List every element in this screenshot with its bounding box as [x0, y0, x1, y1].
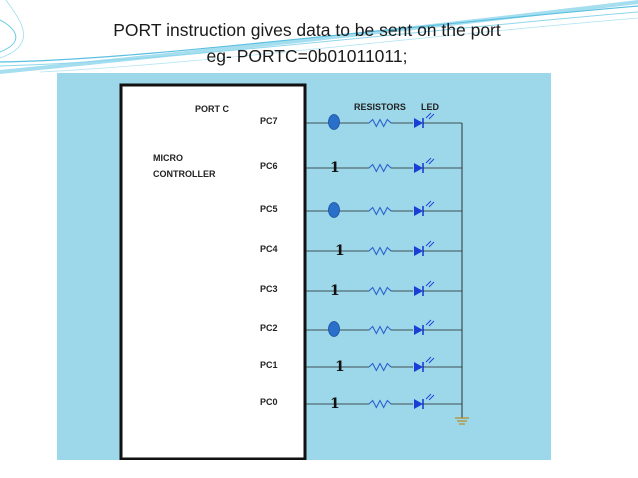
led-ray-a-pc3: [425, 280, 432, 287]
port-label: PORT C: [195, 104, 230, 114]
led-ray-a-pc5: [425, 200, 432, 207]
resistor-pc5: [368, 206, 392, 216]
led-pc4: [414, 246, 423, 256]
led-pc0: [414, 399, 423, 409]
bit-one-label-pc1: 1: [335, 359, 345, 375]
pin-label-pc0: PC0: [260, 397, 278, 407]
bit-one-label-pc4: 1: [335, 243, 345, 259]
led-ray-b-pc3: [428, 281, 435, 288]
led-ray-b-pc2: [428, 320, 435, 327]
led-ray-b-pc4: [428, 241, 435, 248]
led-ray-a-pc2: [425, 319, 432, 326]
pin-label-pc5: PC5: [260, 204, 278, 214]
resistor-pc4: [368, 246, 392, 256]
pin-label-pc2: PC2: [260, 323, 278, 333]
led-pc2: [414, 325, 423, 335]
led-ray-a-pc7: [425, 112, 432, 119]
resistor-pc2: [368, 325, 392, 335]
bit-zero-marker-pc5: [328, 202, 340, 218]
led-pc5: [414, 206, 423, 216]
led-ray-a-pc4: [425, 240, 432, 247]
resistors-label: RESISTORS: [354, 102, 406, 112]
resistor-pc0: [368, 399, 392, 409]
led-ray-b-pc6: [428, 158, 435, 165]
led-ray-a-pc6: [425, 157, 432, 164]
bit-one-label-pc3: 1: [330, 283, 340, 299]
bit-one-label-pc0: 1: [330, 396, 340, 412]
led-label: LED: [421, 102, 439, 112]
microcontroller-box: [119, 83, 307, 460]
led-ray-b-pc5: [428, 201, 435, 208]
led-pc7: [414, 118, 423, 128]
circuit-diagram: [119, 83, 469, 460]
resistor-pc6: [368, 163, 392, 173]
microcontroller-label-line1: MICRO: [153, 153, 183, 163]
resistor-pc7: [368, 118, 392, 128]
resistor-pc1: [368, 362, 392, 372]
led-ray-b-pc0: [428, 394, 435, 401]
led-ray-a-pc0: [425, 393, 432, 400]
pin-label-pc3: PC3: [260, 284, 278, 294]
pin-label-pc7: PC7: [260, 116, 278, 126]
led-pc3: [414, 286, 423, 296]
led-ray-b-pc7: [428, 113, 435, 120]
pin-label-pc6: PC6: [260, 161, 278, 171]
led-pc6: [414, 163, 423, 173]
bit-zero-marker-pc2: [328, 321, 340, 337]
resistor-pc3: [368, 286, 392, 296]
slide-title: PORT instruction gives data to be sent o…: [113, 20, 501, 40]
led-ray-b-pc1: [428, 357, 435, 364]
led-pc1: [414, 362, 423, 372]
led-ray-a-pc1: [425, 356, 432, 363]
slide-subtitle: eg- PORTC=0b01011011;: [206, 46, 408, 66]
pin-label-pc1: PC1: [260, 360, 278, 370]
bit-one-label-pc6: 1: [330, 160, 340, 176]
pin-label-pc4: PC4: [260, 244, 278, 254]
microcontroller-label-line2: CONTROLLER: [153, 169, 216, 179]
header-swoosh-decoration: [0, 0, 638, 74]
bit-zero-marker-pc7: [328, 114, 340, 130]
circuit-panel: PORT C MICRO CONTROLLER RESISTORS LED PC…: [57, 73, 551, 460]
